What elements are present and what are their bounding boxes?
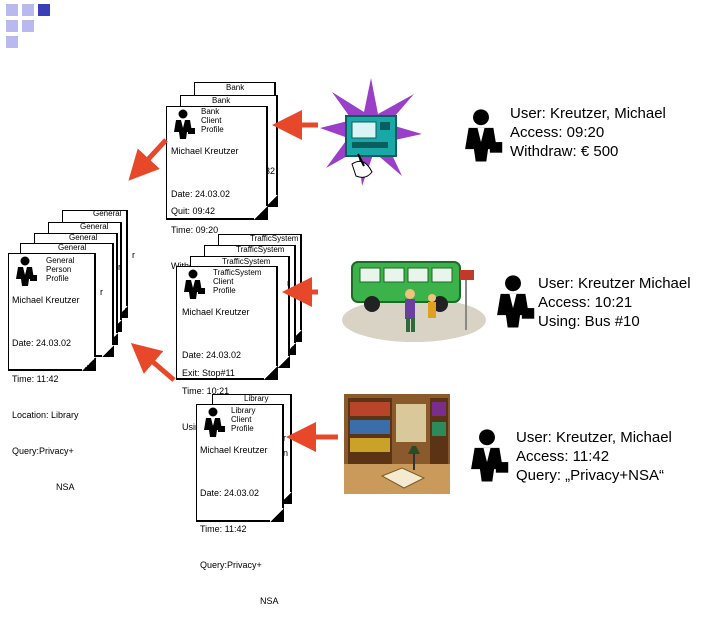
profile-type-line: General [46, 256, 75, 265]
profile-data-line: Time: 11:42 [12, 374, 59, 384]
user-info-line: User: Kreutzer, Michael [510, 105, 666, 122]
exit-label: Exit: Stop#11 [182, 368, 235, 378]
profile-type-line: Profile [46, 274, 69, 283]
profile-type-line: Library [231, 406, 256, 415]
profile-icon [465, 109, 503, 162]
profile-data-line: Time: 11:42 [200, 524, 247, 534]
traffic-user-info: User: Kreutzer Michael Access: 10:21 Usi… [538, 274, 691, 331]
stack-label: General [80, 222, 109, 231]
library-user-info: User: Kreutzer, Michael Access: 11:42 Qu… [516, 428, 672, 485]
profile-type-line: Profile [201, 125, 224, 134]
profile-name: Michael Kreutzer [182, 307, 250, 317]
profile-data-line: Date: 24.03.02 [171, 189, 231, 199]
stack-label: TrafficSystem [222, 257, 271, 266]
profile-name: Michael Kreutzer [12, 295, 80, 305]
profile-icon [184, 269, 205, 299]
user-info-line: Access: 09:20 [510, 124, 605, 141]
library-room-icon [344, 394, 450, 494]
arrow [130, 342, 176, 382]
profile-data-line: NSA [260, 596, 279, 606]
profile-data-line: Date: 24.03.02 [182, 350, 242, 360]
user-info-line: Using: Bus #10 [538, 313, 640, 330]
profile-icon [204, 407, 225, 437]
profile-icon [174, 109, 195, 139]
user-info-line: Withdraw: € 500 [510, 143, 619, 160]
user-info-line: User: Kreutzer, Michael [516, 429, 672, 446]
profile-type-line: Profile [213, 286, 236, 295]
stack-label: General [69, 233, 98, 242]
profile-data-line: Time: 09:20 [171, 225, 219, 235]
profile-name: Michael Kreutzer [171, 146, 239, 156]
stack-label: TrafficSystem [236, 245, 285, 254]
profile-name: Michael Kreutzer [200, 445, 268, 455]
profile-data-line: Query:Privacy+ [200, 560, 262, 570]
stack-label: Bank [212, 96, 231, 105]
profile-data-line: Date: 24.03.02 [200, 488, 260, 498]
user-info-line: Access: 10:21 [538, 294, 633, 311]
profile-data-line: Location: Library [12, 410, 79, 420]
stack-label: Library [244, 394, 269, 403]
behind-fragment: 32 [265, 166, 276, 176]
profile-data-line: Date: 24.03.02 [12, 338, 72, 348]
bank-user-info: User: Kreutzer, Michael Access: 09:20 Wi… [510, 104, 666, 161]
bus-stop-icon [342, 261, 486, 342]
profile-data-line: Time: 10:21 [182, 386, 230, 396]
stack-label: TrafficSystem [250, 234, 299, 243]
profile-type-line: Client [201, 116, 222, 125]
profile-icon [16, 256, 37, 286]
profile-type-line: Client [213, 277, 234, 286]
user-info-line: Access: 11:42 [516, 448, 610, 465]
behind-fragment: n [283, 448, 289, 458]
user-info-line: User: Kreutzer Michael [538, 275, 691, 292]
profile-icon [471, 429, 509, 482]
user-info-line: Query: „Privacy+NSA“ [516, 467, 664, 484]
stack-label: General [93, 209, 122, 218]
profile-type-line: Profile [231, 424, 254, 433]
exit-label: Quit: 09:42 [171, 206, 216, 216]
profile-type-line: Person [46, 265, 72, 274]
stack-label: General [58, 243, 87, 252]
profile-data-line: Query:Privacy+ [12, 446, 74, 456]
atm-machine-icon [320, 78, 422, 186]
profile-icon [497, 275, 535, 328]
flow-arrows [128, 110, 338, 452]
profile-type-line: TrafficSystem [213, 268, 262, 277]
profile-data-line: NSA [56, 482, 75, 492]
profile-type-line: Bank [201, 107, 220, 116]
arrow [128, 138, 168, 181]
profile-type-line: Client [231, 415, 252, 424]
stack-label: Bank [226, 83, 245, 92]
